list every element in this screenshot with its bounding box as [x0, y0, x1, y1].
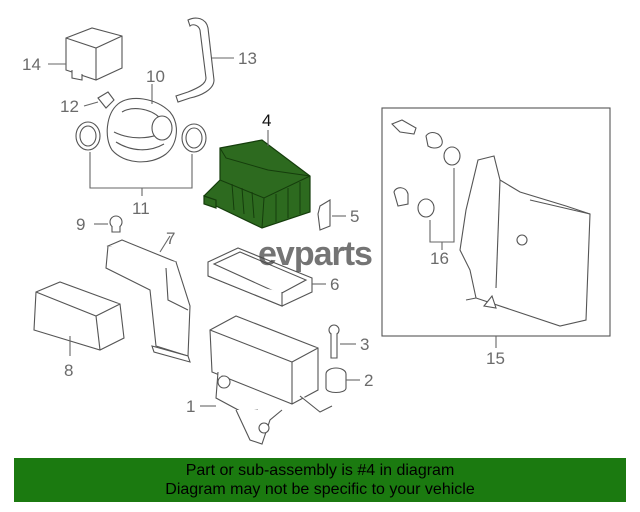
callout-11: 11 — [132, 199, 150, 218]
part-11-clamps — [75, 121, 207, 153]
part-5-bracket — [317, 199, 331, 231]
part-14-resonator — [65, 27, 123, 81]
part-16-fittings — [391, 119, 461, 218]
callout-14: 14 — [22, 55, 41, 74]
callout-3: 3 — [360, 335, 369, 354]
callout-6: 6 — [330, 275, 339, 294]
part-7-air-duct — [105, 239, 191, 363]
callout-9: 9 — [76, 215, 85, 234]
callout-4: 4 — [262, 111, 271, 130]
part-3-bolt — [328, 324, 340, 359]
callout-8: 8 — [64, 361, 73, 380]
callout-2: 2 — [364, 371, 373, 390]
callout-15: 15 — [486, 349, 505, 368]
callout-12: 12 — [60, 97, 79, 116]
banner-line-1: Part or sub-assembly is #4 in diagram — [185, 462, 455, 479]
callout-7: 7 — [166, 229, 175, 248]
parts-diagram: 14 13 10 12 11 — [22, 17, 611, 445]
part-9-bolt — [109, 215, 123, 233]
part-15-assembly — [459, 155, 591, 327]
info-banner: Part or sub-assembly is #4 in diagram Di… — [14, 458, 626, 502]
part-10-intake-duct — [106, 97, 177, 163]
callout-1: 1 — [186, 397, 195, 416]
callout-16: 16 — [430, 249, 449, 268]
part-6-filter-element — [207, 247, 313, 307]
callout-13: 13 — [238, 49, 257, 68]
part-2-grommet — [325, 367, 347, 394]
watermark-logo: evparts — [258, 235, 373, 273]
callout-5: 5 — [350, 207, 359, 226]
part-8-lower-cover — [33, 281, 125, 351]
part-1-air-cleaner-body — [209, 315, 333, 445]
callout-10: 10 — [146, 67, 165, 86]
banner-line-2: Diagram may not be specific to your vehi… — [165, 481, 475, 498]
part-12-clip — [97, 91, 115, 109]
part-4-air-cleaner-cover — [203, 139, 311, 229]
part-13-breather-hose — [175, 17, 215, 103]
